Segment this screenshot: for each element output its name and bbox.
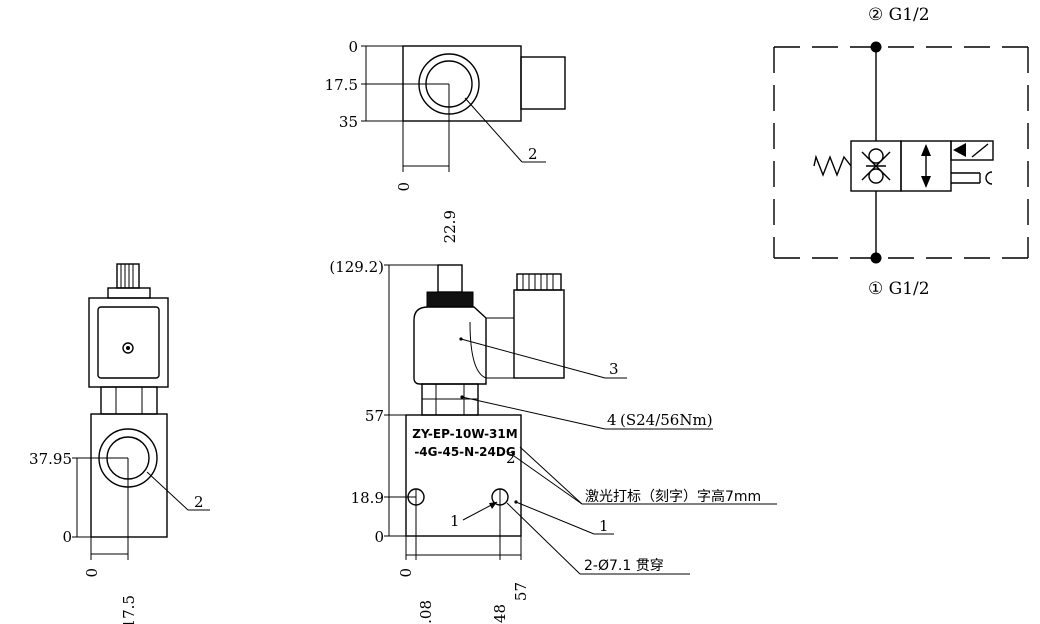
front-dim-129-2: (129.2) (329, 258, 384, 276)
leader-4 (461, 396, 606, 430)
top-callout-2: 2 (528, 145, 538, 163)
front-connector-box (513, 289, 565, 379)
hole-leader (506, 502, 581, 575)
spring-symbol (813, 154, 852, 177)
valve-box-right (900, 140, 952, 192)
front-stem-nut (426, 291, 474, 308)
top-dim-h-0: 0 (395, 182, 413, 192)
left-dim-h-17-5: 17.5 (120, 595, 138, 624)
left-body (90, 413, 168, 538)
left-dim-0: 0 (62, 528, 72, 546)
hydraulic-schematic: ② G1/2 ① G1/2 (773, 5, 1029, 299)
port-2-label: ② G1/2 (868, 5, 930, 25)
laser-leader-a (519, 446, 583, 505)
top-coil-stub (520, 56, 566, 110)
left-leader (146, 471, 189, 511)
callout-4-torque: (S24/56Nm) (620, 411, 713, 429)
front-dim-18-9: 18.9 (351, 489, 384, 507)
front-stem (437, 264, 463, 293)
port-2-node (870, 41, 882, 53)
front-dim-57: 57 (365, 407, 384, 425)
left-dim-37-95: 37.95 (29, 450, 72, 468)
front-dim-h-46-48: 46.48 (491, 604, 509, 624)
front-connector-cap (516, 273, 562, 291)
left-connector-cap (116, 263, 140, 289)
front-dim-h-57: 57 (512, 582, 530, 601)
port-1-label: ① G1/2 (868, 279, 930, 299)
manual-override-symbol (985, 171, 993, 185)
callout-4: 4 (607, 411, 617, 429)
top-dim-0: 0 (348, 38, 358, 56)
top-dim-17-5: 17.5 (325, 76, 358, 94)
front-dim-0: 0 (374, 528, 384, 546)
left-connector-base (107, 287, 151, 299)
leader-1b (515, 501, 595, 535)
port-1-node (870, 252, 882, 264)
left-callout-2: 2 (194, 493, 204, 511)
front-dim-h-5-08: 5.08 (417, 600, 435, 624)
callout-3: 3 (609, 360, 619, 378)
left-coil-screw (122, 342, 134, 354)
left-coil-inner (97, 306, 160, 379)
callout-2-front: 2 (506, 449, 516, 467)
engraving-line-2: -4G-45-N-24DG (414, 445, 515, 459)
front-dim-h-0: 0 (397, 568, 415, 578)
laser-marking-note: 激光打标（刻字）字高7mm (585, 488, 761, 505)
callout-1a: 1 (450, 512, 460, 530)
engraving-line-1: ZY-EP-10W-31M (412, 427, 517, 441)
front-view: ZY-EP-10W-31M -4G-45-N-24DG (129.2) 57 1… (329, 258, 777, 624)
front-coil (413, 306, 487, 385)
top-dim-35: 35 (339, 113, 358, 131)
callout-1b: 1 (599, 517, 609, 535)
top-view: 0 17.5 35 0 22.9 2 (325, 38, 566, 243)
hole-note: 2-Ø7.1 贯穿 (584, 558, 664, 574)
top-dim-h-22-9: 22.9 (441, 210, 459, 243)
top-leader (464, 97, 523, 163)
laser-leader-b (513, 455, 583, 505)
leader-3 (460, 338, 606, 379)
left-dim-h-0: 0 (83, 568, 101, 578)
left-nut (100, 386, 158, 415)
left-view: 37.95 0 0 17.5 2 (29, 263, 210, 624)
solenoid-symbol (950, 140, 994, 161)
front-body (405, 414, 522, 537)
